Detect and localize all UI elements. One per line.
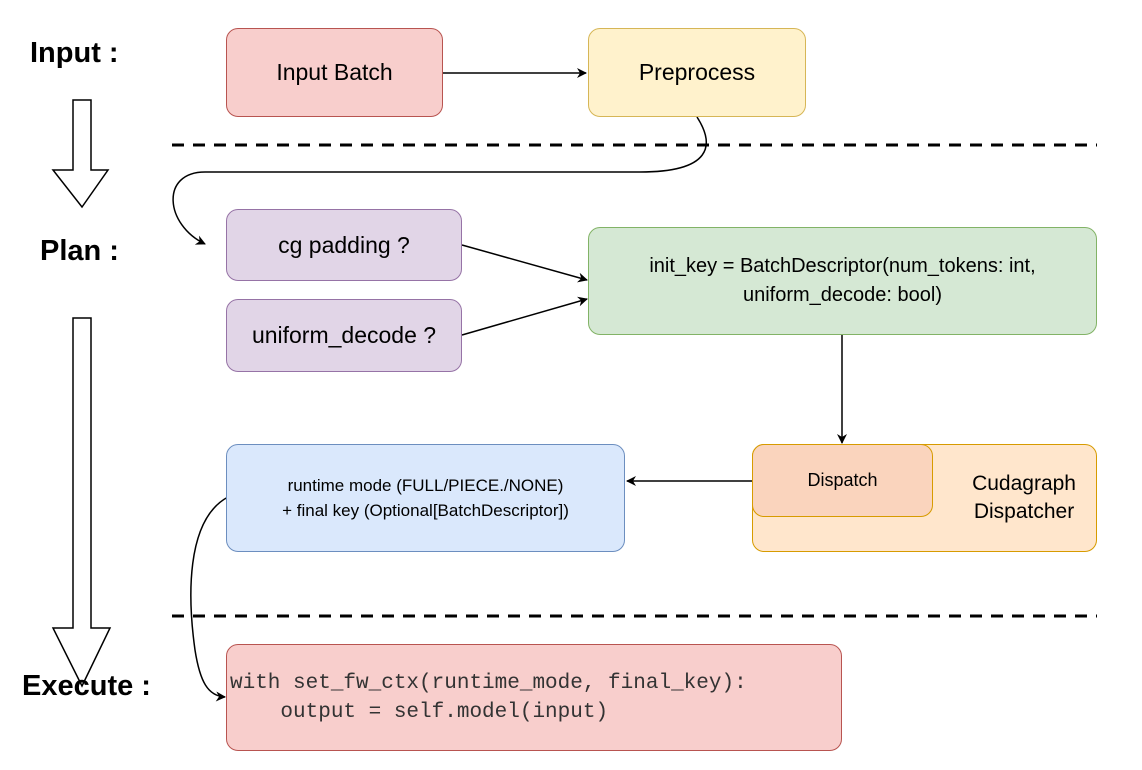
cg-padding-label: cg padding ?	[278, 231, 410, 258]
stage-label-plan: Plan :	[40, 235, 119, 267]
preprocess-label: Preprocess	[638, 59, 756, 85]
dispatch-label: Dispatch	[807, 470, 878, 490]
arrow-runtime-mode-to-execute	[190, 496, 229, 702]
uniform-decode-label: uniform_decode ?	[251, 322, 437, 348]
stage-label-execute: Execute :	[22, 670, 151, 702]
init-key-node: init_key = BatchDescriptor(num_tokens: i…	[588, 227, 1097, 335]
input-batch-label: Input Batch	[276, 59, 393, 85]
runtime-mode-line1: runtime mode (FULL/PIECE./NONE)	[287, 476, 564, 495]
stage-label-input: Input :	[30, 37, 119, 69]
runtime-mode-node: runtime mode (FULL/PIECE./NONE) + final …	[226, 444, 625, 552]
dispatch-node: Dispatch	[752, 444, 933, 517]
arrow-preprocess-to-cg-padding	[172, 116, 707, 245]
init-key-line1: init_key = BatchDescriptor(num_tokens: i…	[649, 255, 1036, 277]
init-key-line2: uniform_decode: bool)	[742, 284, 942, 306]
hollow-arrow-input-to-plan	[51, 99, 110, 209]
arrow-cg-padding-to-init-key	[461, 244, 588, 283]
hollow-arrow-plan-to-execute	[51, 317, 112, 688]
execute-code-node: with set_fw_ctx(runtime_mode, final_key)…	[226, 644, 842, 751]
execute-code-text: with set_fw_ctx(runtime_mode, final_key)…	[230, 671, 747, 724]
preprocess-node: Preprocess	[588, 28, 806, 117]
cg-padding-node: cg padding ?	[226, 209, 462, 281]
input-batch-node: Input Batch	[226, 28, 443, 117]
arrow-uniform-decode-to-init-key	[461, 296, 588, 336]
uniform-decode-node: uniform_decode ?	[226, 299, 462, 372]
runtime-mode-line2: + final key (Optional[BatchDescriptor])	[282, 501, 569, 520]
cudagraph-dispatcher-label: Cudagraph Dispatcher	[972, 472, 1076, 523]
